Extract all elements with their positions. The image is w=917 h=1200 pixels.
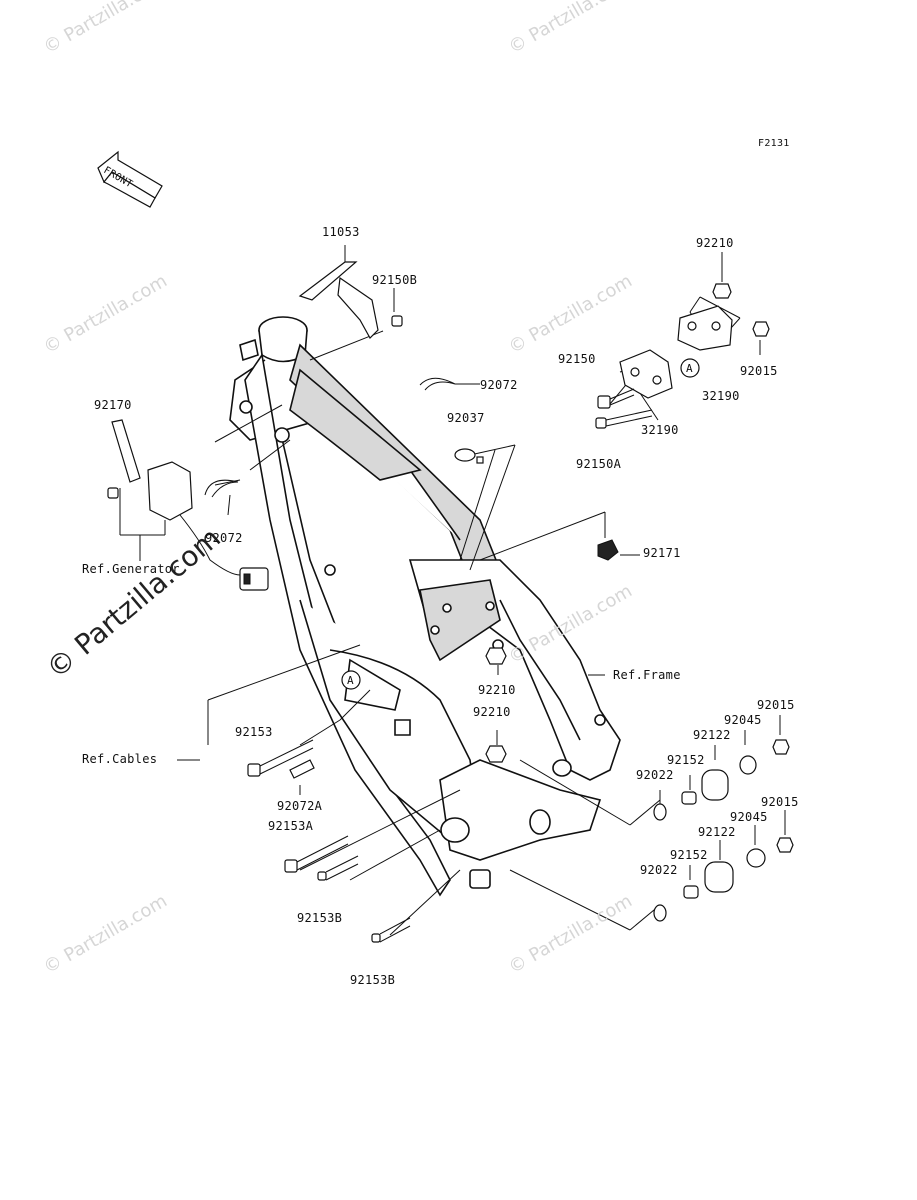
part-label-92037: 92037 [447, 411, 485, 425]
part-label-92072: 92072 [205, 531, 243, 545]
part-swingarm-bushing-set-upper [653, 739, 790, 821]
part-label-92152: 92152 [667, 753, 705, 767]
part-label-92122: 92122 [693, 728, 731, 742]
motorcycle-frame [229, 316, 621, 897]
part-92153B-bolt-upper [317, 855, 359, 881]
part-label-92072: 92072 [480, 378, 518, 392]
part-swingarm-bushing-set-lower [653, 837, 794, 922]
part-label-92153: 92153 [235, 725, 273, 739]
part-label-92022: 92022 [640, 863, 678, 877]
part-92210-nut-top [712, 283, 732, 299]
part-label-92045: 92045 [730, 810, 768, 824]
part-92171-clip [597, 539, 619, 561]
part-92153B-bolt-lower [371, 917, 411, 943]
part-label-92152: 92152 [670, 848, 708, 862]
part-label-92072A: 92072A [277, 799, 323, 813]
part-label-92045: 92045 [724, 713, 762, 727]
part-92072-band-top [419, 377, 456, 391]
part-label-92153B: 92153B [297, 911, 343, 925]
front-direction-arrow [97, 150, 163, 208]
part-label-92210: 92210 [473, 705, 511, 719]
figure-code: F2131 [758, 138, 790, 149]
part-32190-mount-plates [619, 305, 733, 399]
part-label-92150: 92150 [558, 352, 596, 366]
part-label-92015: 92015 [757, 698, 795, 712]
part-label-32190: 32190 [702, 389, 740, 403]
part-label-32190: 32190 [641, 423, 679, 437]
part-label-92022: 92022 [636, 768, 674, 782]
part-label-92170: 92170 [94, 398, 132, 412]
part-92072-band-left [204, 479, 239, 498]
callout-marker-a-top [680, 358, 700, 378]
ref-label-frame: Ref.Frame [613, 668, 681, 682]
part-92150-bolt [597, 388, 635, 409]
part-label-92153A: 92153A [268, 819, 314, 833]
part-label-92153B: 92153B [350, 973, 396, 987]
part-label-92210: 92210 [478, 683, 516, 697]
part-label-92210: 92210 [696, 236, 734, 250]
part-label-92122: 92122 [698, 825, 736, 839]
part-label-92150B: 92150B [372, 273, 418, 287]
part-label-11053: 11053 [322, 225, 360, 239]
callout-label-a-frame: A [347, 674, 354, 687]
ref-label-generator: Ref.Generator [82, 562, 180, 576]
ref-label-cables: Ref.Cables [82, 752, 158, 766]
part-label-92150A: 92150A [576, 457, 622, 471]
part-11053-bracket [298, 261, 379, 339]
part-label-92015: 92015 [740, 364, 778, 378]
part-label-92015: 92015 [761, 795, 799, 809]
part-92170-bracket-and-generator-unit [107, 419, 269, 591]
part-92153-bolt [247, 739, 314, 777]
part-92210-nuts-frame [485, 647, 507, 763]
part-92037-clamp [454, 448, 484, 464]
callout-marker-a-frame [341, 670, 361, 690]
part-92072A-collar [289, 759, 315, 779]
part-92150A-bolt [595, 409, 653, 429]
callout-label-a-top: A [686, 362, 693, 375]
part-92153A-bolt [284, 835, 349, 873]
part-92150B-bolt [391, 315, 403, 327]
part-92015-nut-top [752, 321, 770, 337]
part-label-92171: 92171 [643, 546, 681, 560]
